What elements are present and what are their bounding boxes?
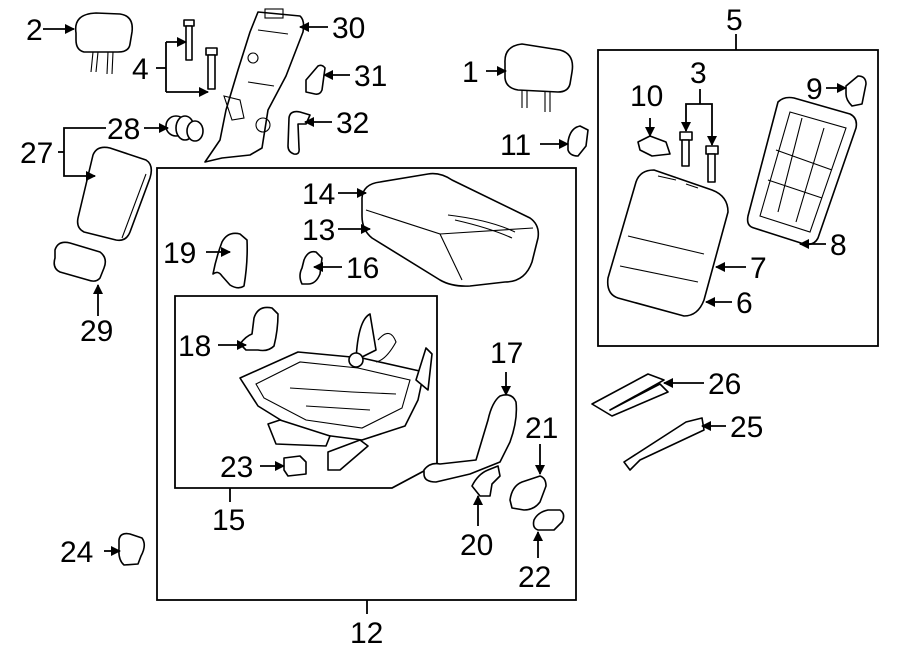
callout-10: 10 [630, 80, 663, 113]
part-21-switch-bezel [509, 475, 547, 511]
callout-6: 6 [736, 287, 753, 320]
callout-8: 8 [830, 229, 847, 262]
callout-13: 13 [302, 214, 335, 247]
callout-20: 20 [460, 529, 493, 562]
callout-19: 19 [163, 237, 196, 270]
callout-3: 3 [690, 57, 707, 90]
part-9-escutcheon [845, 75, 867, 107]
part-32-hook [287, 110, 311, 155]
callout-32: 32 [336, 107, 369, 140]
part-4-guide-pins [183, 19, 218, 90]
callout-1: 1 [462, 56, 479, 89]
part-26-trim [591, 373, 669, 417]
callout-30: 30 [332, 12, 365, 45]
part-24-clip [118, 532, 146, 566]
callout-7: 7 [750, 252, 767, 285]
callout-29: 29 [80, 315, 113, 348]
callout-12: 12 [350, 617, 383, 650]
part-20-cover [471, 465, 501, 497]
part-31-bracket [305, 64, 326, 95]
part-18-recliner-cover [239, 306, 279, 352]
callout-15: 15 [212, 504, 245, 537]
callout-5: 5 [726, 4, 743, 37]
part-1-headrest [504, 43, 574, 112]
part-16-cover [299, 250, 323, 285]
callout-11: 11 [500, 129, 531, 162]
callout-27: 27 [20, 137, 53, 170]
part-7-seatback [606, 169, 729, 317]
part-3-guide-pins [679, 131, 719, 183]
callout-21: 21 [525, 412, 558, 445]
part-27-armrest [76, 146, 153, 242]
part-8-seatback-frame [746, 96, 858, 246]
part-10-escutcheon [637, 135, 671, 157]
callout-28: 28 [107, 113, 140, 146]
part-25-trim [623, 417, 705, 471]
callout-9: 9 [806, 73, 823, 106]
part-30-seatback-frame [204, 8, 305, 163]
part-23-block [283, 455, 307, 477]
part-29-armrest-cover [53, 241, 107, 282]
part-2-headrest [74, 12, 134, 75]
callout-17: 17 [490, 337, 523, 370]
part-15-seat-track-frame [239, 313, 433, 471]
callout-2: 2 [26, 14, 43, 47]
callout-23: 23 [220, 451, 253, 484]
callout-16: 16 [346, 252, 379, 285]
callout-14: 14 [302, 178, 335, 211]
part-28-latch [165, 115, 204, 142]
part-11-guide [567, 125, 589, 157]
part-13-14-seat-cushion [361, 172, 540, 287]
callout-25: 25 [730, 411, 763, 444]
group-box-5 [597, 49, 879, 347]
leader-lines [43, 22, 847, 614]
part-19-cover [212, 232, 248, 289]
callout-31: 31 [354, 60, 387, 93]
callout-18: 18 [178, 330, 211, 363]
group-box-15 [174, 295, 438, 489]
callout-24: 24 [60, 536, 93, 569]
callout-numbers: 2 4 30 31 32 28 27 29 24 14 13 19 16 18 … [20, 4, 847, 650]
part-22-switch [532, 509, 565, 531]
callout-4: 4 [132, 53, 149, 86]
callout-22: 22 [518, 561, 551, 594]
callout-26: 26 [708, 368, 741, 401]
